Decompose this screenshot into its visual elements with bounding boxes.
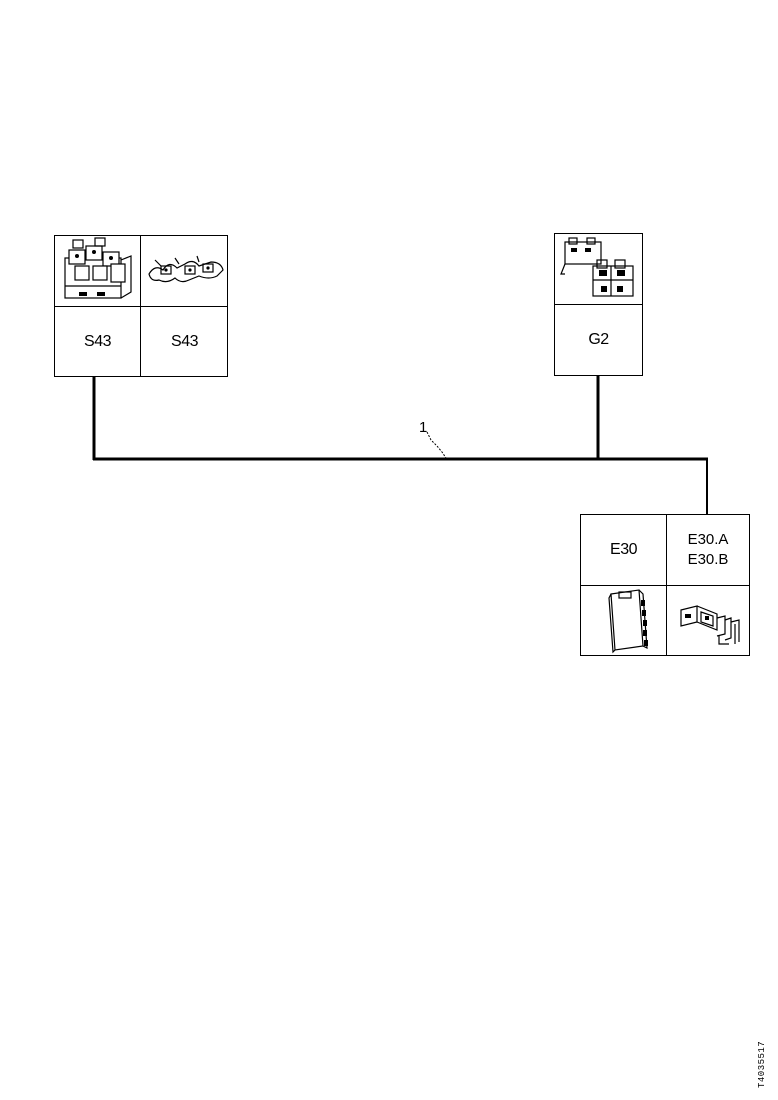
- s43-cluster-picture: [55, 236, 140, 306]
- battery-icon: [560, 237, 634, 297]
- e30-a-label: E30.A: [687, 531, 729, 548]
- s43-cluster-label: S43: [84, 333, 111, 350]
- rocker-switch-cluster-icon: [64, 237, 132, 299]
- e30-ab-label: E30.A E30.B: [667, 515, 749, 585]
- s43-connector-label: S43: [171, 333, 198, 350]
- e30-picture: [581, 586, 666, 656]
- callout-leader-line: [426, 431, 447, 459]
- switch-connector-icon: [148, 255, 224, 283]
- s43-component-box: S43 S43: [54, 235, 228, 377]
- g2-picture: [555, 234, 642, 304]
- control-module-icon: [608, 589, 648, 654]
- e30-ab-picture: [667, 586, 749, 656]
- e30-component-box: E30 E30.A E30.B: [580, 514, 750, 656]
- module-bracket-icon: [680, 605, 740, 645]
- g2-component-box: G2: [554, 233, 643, 376]
- harness-callout-label: 1: [419, 419, 428, 436]
- s43-connector-picture: [141, 236, 228, 306]
- e30-b-label: E30.B: [687, 551, 729, 568]
- document-code: T4035517: [757, 1040, 767, 1088]
- e30-label: E30: [610, 541, 637, 558]
- g2-label: G2: [588, 331, 609, 348]
